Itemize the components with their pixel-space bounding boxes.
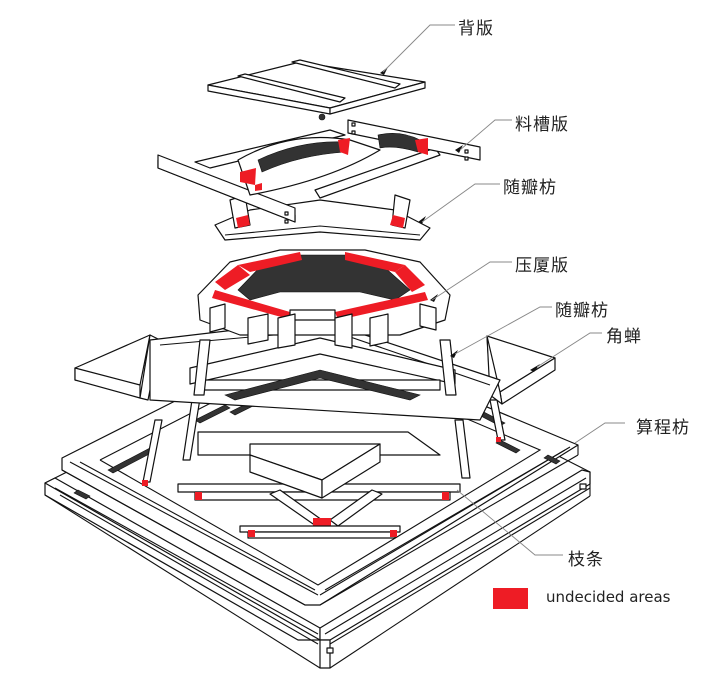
yashaban-ring xyxy=(197,249,451,349)
label-zhitiao: 枝条 xyxy=(568,550,604,570)
legend-swatch xyxy=(493,588,528,609)
label-suanchengfang: 算程枋 xyxy=(636,418,690,438)
legend-text: undecided areas xyxy=(546,588,671,606)
label-jiaochan: 角蝉 xyxy=(606,327,642,347)
label-suibanfang-lower: 随瓣枋 xyxy=(555,301,609,321)
suibanfang-lower-part xyxy=(189,337,458,401)
leader-lines xyxy=(382,24,625,556)
label-beiban: 背版 xyxy=(458,19,494,39)
center-prisms xyxy=(197,431,441,499)
beiban-board xyxy=(207,59,426,121)
suibanfang-upper-part xyxy=(214,194,431,241)
label-suibanfang-upper: 随瓣枋 xyxy=(503,178,557,198)
label-liaocaoban: 料槽版 xyxy=(515,115,569,135)
liaocaoban-frame xyxy=(157,119,481,224)
label-yashaban: 压厦版 xyxy=(515,256,569,276)
